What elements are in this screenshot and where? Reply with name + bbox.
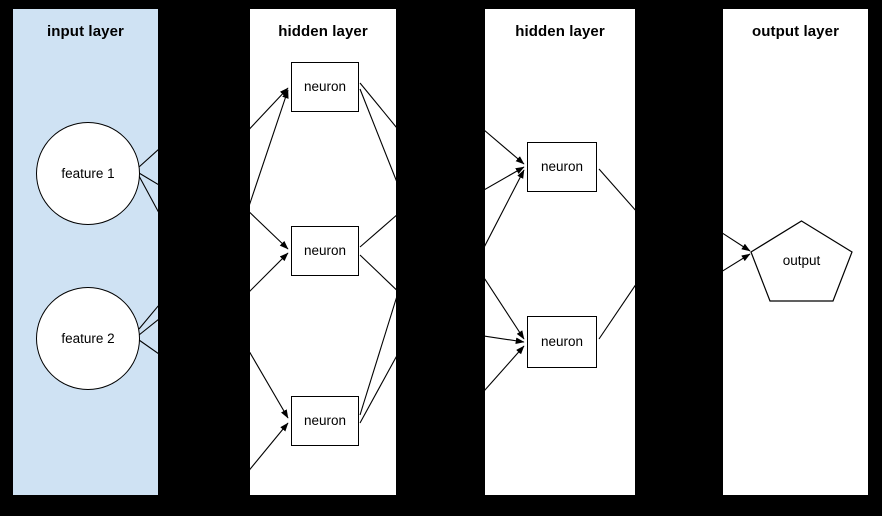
hidden2-node-2-label: neuron — [540, 334, 584, 350]
hidden1-node-3-label: neuron — [303, 413, 347, 429]
hidden1-node-2[interactable]: neuron — [291, 226, 359, 276]
layer-panel-hidden-2[interactable]: hidden layer neuron — [485, 9, 635, 495]
input-node-feature-1[interactable]: feature 1 — [36, 122, 140, 225]
hidden1-node-3[interactable]: neuron — [291, 396, 359, 446]
pentagon-shape-icon — [750, 220, 853, 302]
layer-title-input: input layer — [47, 23, 124, 40]
output-node-pentagon[interactable]: output — [750, 220, 853, 302]
layer-panel-output[interactable]: output layer output — [723, 9, 868, 495]
hidden1-node-1[interactable]: neuron — [291, 62, 359, 112]
layer-panel-input[interactable]: input layer feature 1 feature 2 — [13, 9, 158, 495]
hidden2-node-1-label: neuron — [540, 159, 584, 175]
hidden1-node-2-label: neuron — [303, 243, 347, 259]
hidden2-node-1[interactable]: neuron — [527, 142, 597, 192]
layer-title-output: output layer — [751, 23, 840, 40]
output-node-label: output — [782, 253, 821, 269]
layer-title-hidden-1: hidden layer — [278, 23, 368, 40]
input-node-feature-1-label: feature 1 — [61, 165, 115, 181]
edges-hidden-2 — [485, 130, 635, 391]
layer-panel-hidden-1[interactable]: hidden layer — [250, 9, 396, 495]
hidden1-node-1-label: neuron — [303, 79, 347, 95]
input-node-feature-2[interactable]: feature 2 — [36, 287, 140, 390]
hidden2-node-2[interactable]: neuron — [527, 316, 597, 368]
layer-title-hidden-2: hidden layer — [515, 23, 605, 40]
input-node-feature-2-label: feature 2 — [61, 330, 115, 346]
edges-input-outgoing — [138, 149, 158, 354]
